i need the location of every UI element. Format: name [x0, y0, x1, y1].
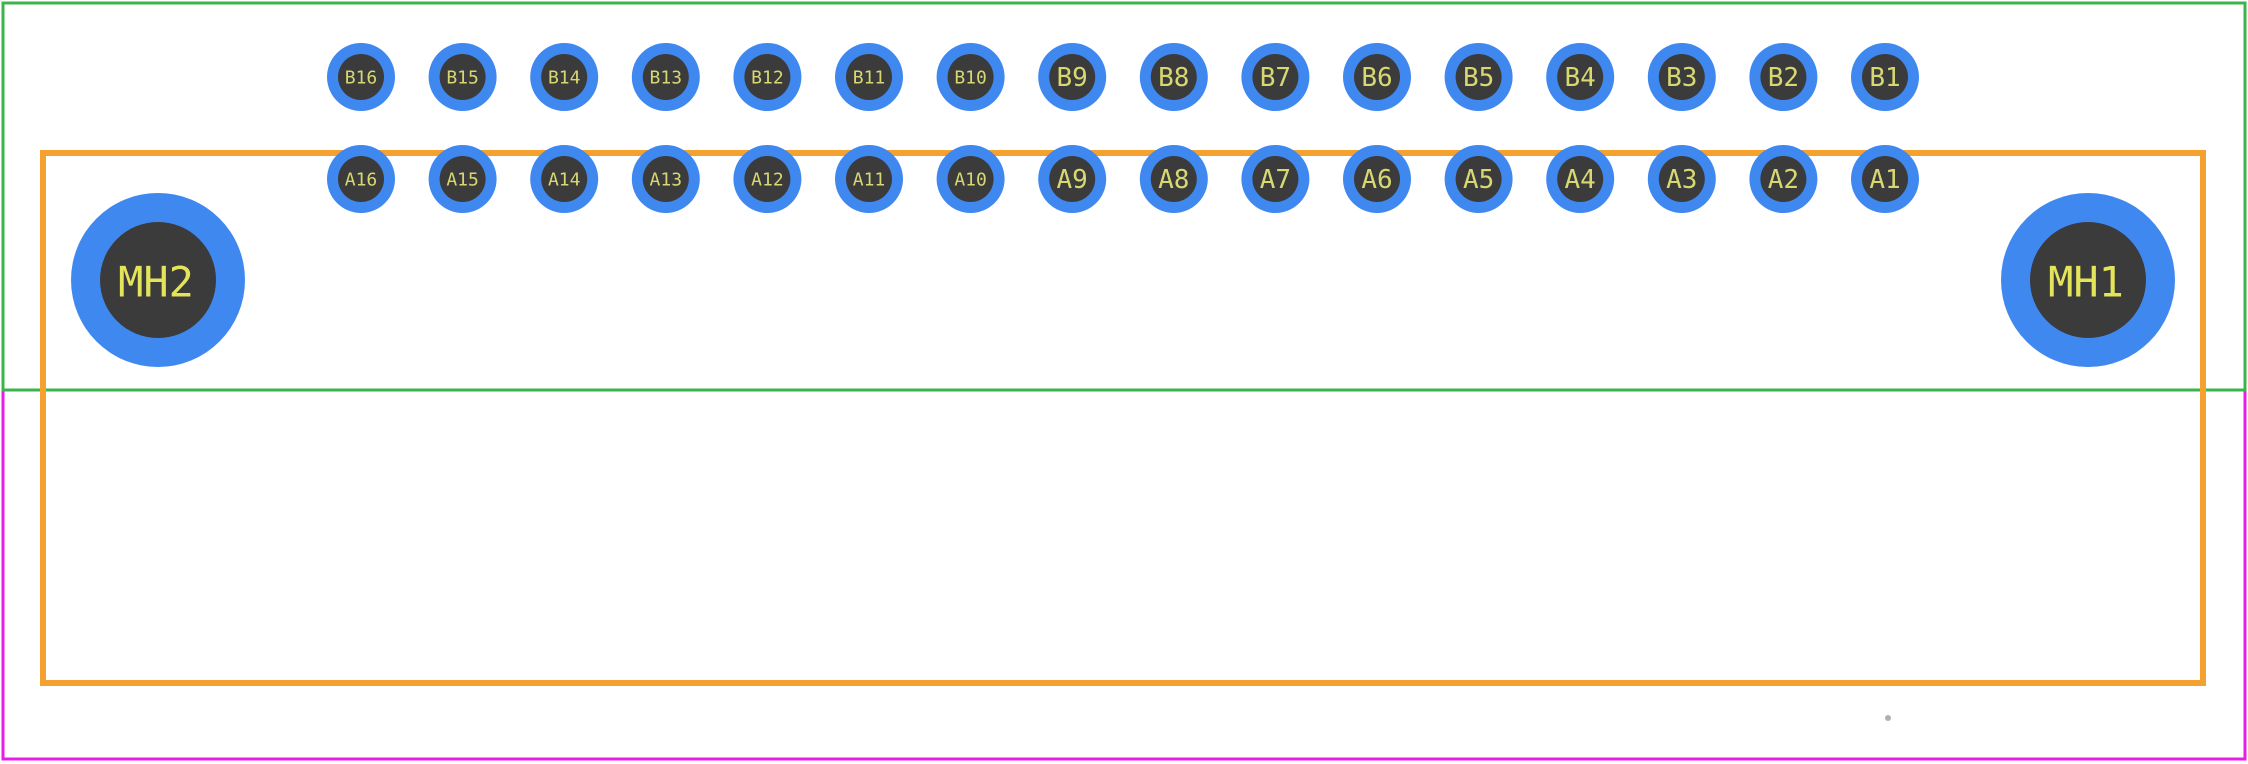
pad-label: B12: [751, 68, 784, 89]
pad-a7: A7: [1241, 145, 1310, 213]
pad-b7: B7: [1241, 43, 1310, 111]
pad-label: A9: [1057, 165, 1088, 195]
pad-b2: B2: [1749, 43, 1818, 111]
pad-label: B14: [548, 68, 581, 89]
mounting-hole-mh2: MH2: [71, 193, 245, 367]
pad-label: B4: [1565, 63, 1596, 93]
pad-a11: A11: [835, 145, 903, 213]
pad-label: A11: [853, 170, 886, 191]
pad-b4: B4: [1546, 43, 1615, 111]
pad-label: B16: [345, 68, 378, 89]
pad-label: B8: [1158, 63, 1189, 93]
pad-a1: A1: [1851, 145, 1919, 213]
pad-label: B2: [1768, 63, 1799, 93]
assembly-outline: [1, 388, 2247, 761]
pad-label: B10: [954, 68, 987, 89]
mounting-hole-mh1: MH1: [2001, 193, 2175, 367]
pad-a12: A12: [733, 145, 802, 213]
pad-b9: B9: [1038, 43, 1107, 111]
pad-label: B15: [446, 68, 479, 89]
pad-a8: A8: [1139, 145, 1208, 213]
pad-label: B1: [1869, 63, 1900, 93]
pad-a15: A15: [428, 145, 497, 213]
pad-label: A5: [1463, 165, 1494, 195]
pad-b5: B5: [1444, 43, 1513, 111]
pad-label: B9: [1057, 63, 1088, 93]
pad-label: A2: [1768, 165, 1799, 195]
pad-a6: A6: [1343, 145, 1411, 213]
origin-marker: [1885, 715, 1891, 721]
pad-label: B5: [1463, 63, 1494, 93]
pad-label: A3: [1666, 165, 1697, 195]
pad-label: A4: [1565, 165, 1596, 195]
pad-a9: A9: [1038, 145, 1107, 213]
mounting-hole-label: MH2: [118, 258, 194, 307]
pad-label: A13: [650, 170, 683, 191]
pad-b10: B10: [936, 43, 1005, 111]
pad-label: A16: [345, 170, 378, 191]
pad-label: A12: [751, 170, 784, 191]
pad-label: B13: [650, 68, 683, 89]
courtyard-outline: [1, 1, 2247, 392]
pad-a13: A13: [631, 145, 700, 213]
pad-b8: B8: [1139, 43, 1208, 111]
pad-a5: A5: [1444, 145, 1513, 213]
pad-label: A14: [548, 170, 581, 191]
pad-b3: B3: [1647, 43, 1716, 111]
pad-label: B3: [1666, 63, 1697, 93]
pad-label: A15: [446, 170, 479, 191]
silkscreen-outline: [40, 150, 2206, 686]
pads-layer: B16 B15 B14 B13 B12 B11 B10 B9 B8 B7 B6 B5 B4 B3 B2 B1A…: [327, 43, 1919, 213]
pad-a14: A14: [530, 145, 599, 213]
pad-label: B11: [853, 68, 886, 89]
pad-a10: A10: [936, 145, 1005, 213]
pad-b1: B1: [1851, 43, 1919, 111]
pad-b11: B11: [835, 43, 903, 111]
pad-b12: B12: [733, 43, 802, 111]
pad-a4: A4: [1546, 145, 1615, 213]
pad-label: A8: [1158, 165, 1189, 195]
pad-b13: B13: [631, 43, 700, 111]
pad-a3: A3: [1647, 145, 1716, 213]
pad-b15: B15: [428, 43, 497, 111]
pad-b16: B16: [327, 43, 395, 111]
pad-label: B6: [1361, 63, 1392, 93]
pad-b14: B14: [530, 43, 599, 111]
pad-label: A6: [1361, 165, 1392, 195]
pad-a16: A16: [327, 145, 395, 213]
mounting-hole-label: MH1: [2048, 258, 2124, 307]
pad-label: A7: [1260, 165, 1291, 195]
pad-label: B7: [1260, 63, 1291, 93]
pad-b6: B6: [1343, 43, 1411, 111]
pad-label: A10: [954, 170, 987, 191]
pad-a2: A2: [1749, 145, 1818, 213]
pad-label: A1: [1869, 165, 1900, 195]
